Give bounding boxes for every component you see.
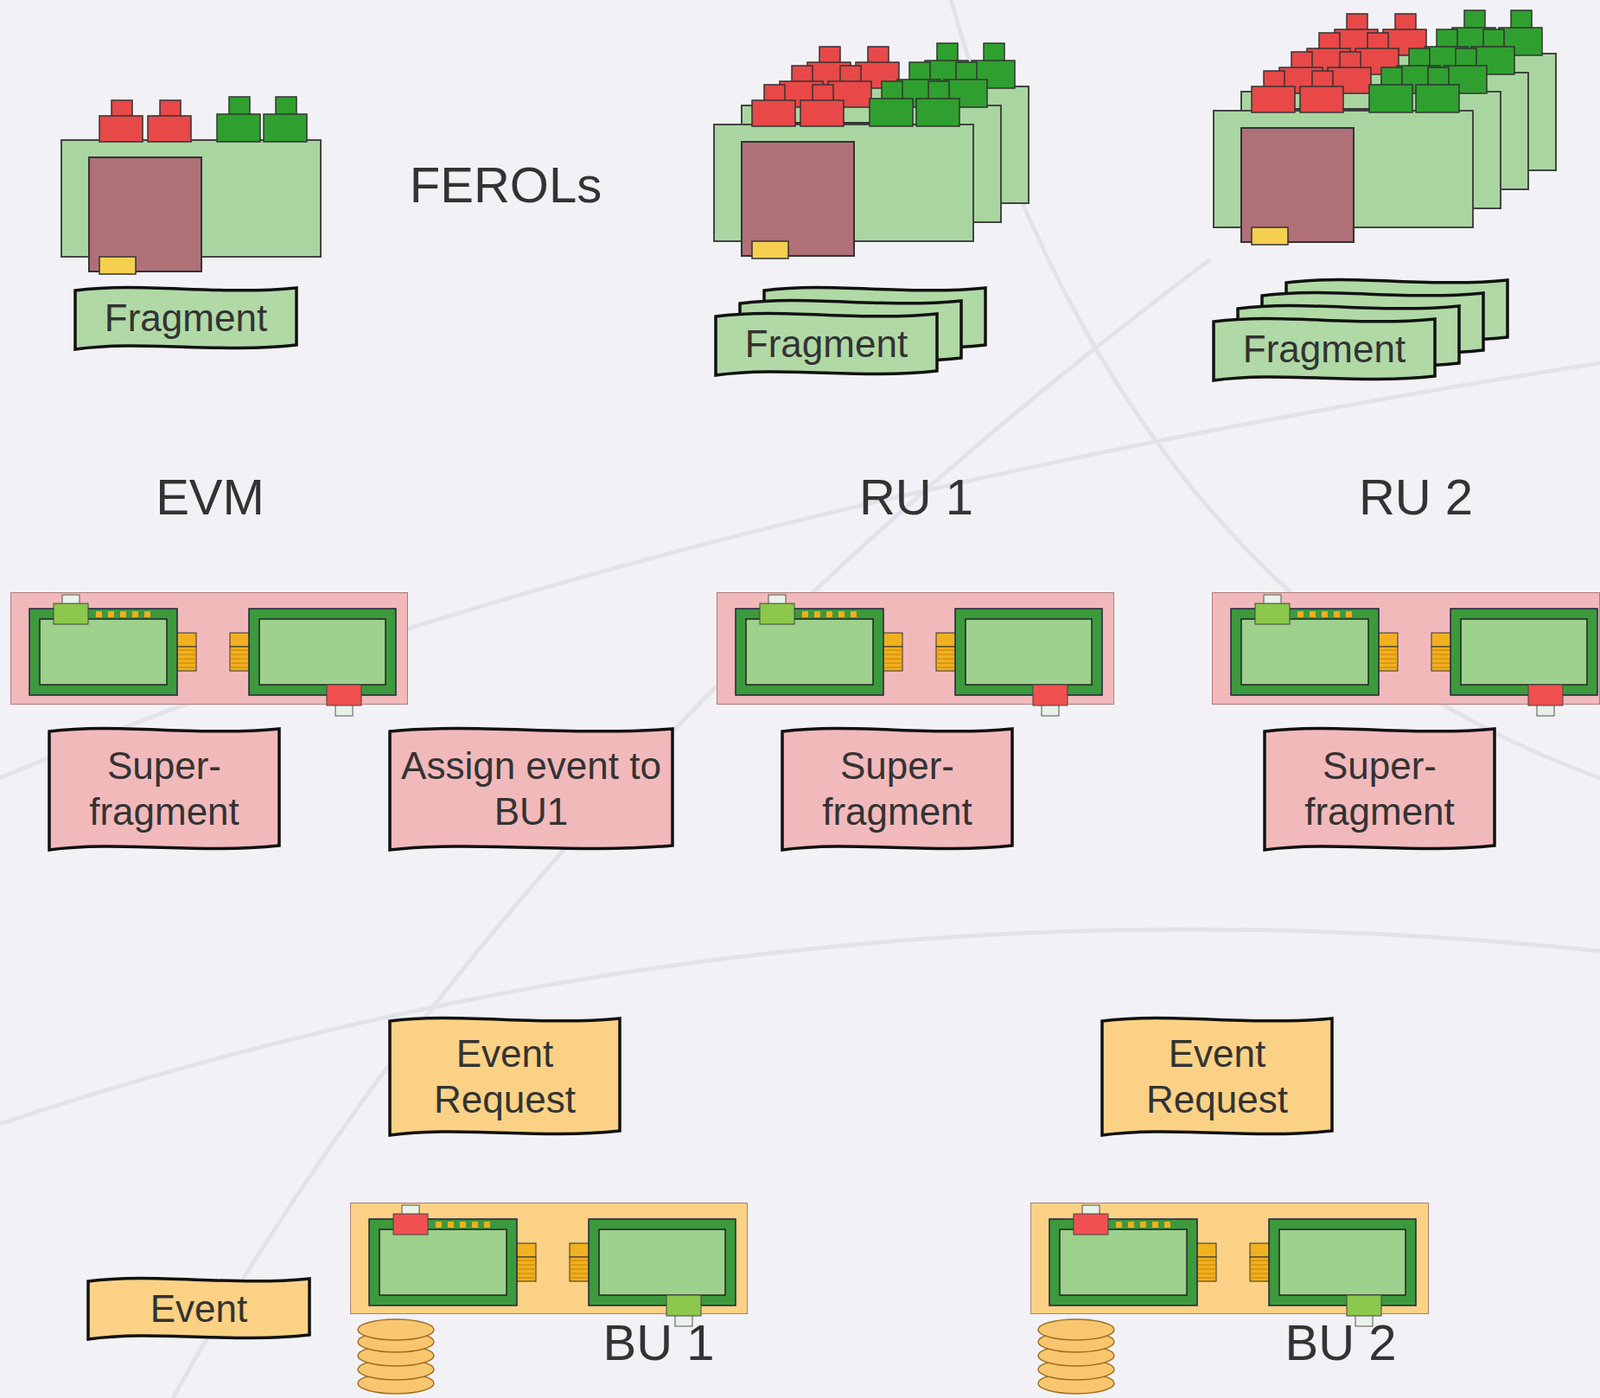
nic-card [936,608,1103,706]
server-heading: RU 1 [859,467,974,526]
nic-card [229,608,396,706]
superfragment-doc: Super- fragment [1262,726,1497,853]
document-outline [1213,318,1435,381]
nic-card [1249,1218,1416,1316]
nic-card [569,1218,736,1316]
fragment-doc: Fragment [1211,316,1437,383]
server-heading: RU 2 [1358,467,1473,526]
server-illustration [11,592,409,732]
nic-card [1049,1213,1217,1306]
server-illustration [1212,592,1600,732]
ru-server: RU 2 [1211,592,1600,705]
box-text: Event Request [1100,1031,1334,1123]
superfragment-doc: Super- fragment [780,726,1014,853]
document-outline [715,313,938,376]
ferol-card-stack [1213,10,1556,245]
box-text: Super- fragment [1262,743,1497,836]
server-heading: BU 1 [603,1313,715,1371]
server-heading: EVM [155,467,265,526]
box-text: Event [138,1286,261,1333]
superfragment-doc: Super- fragment [47,726,281,853]
bu-server: BU 1 [350,1202,748,1314]
ferol-card-stack [713,43,1029,259]
box-text: Fragment [1230,326,1418,373]
ferol-label: FEROLs [409,155,602,214]
event-request-doc: Event Request [1100,1015,1334,1138]
box-text: Assign event to BU1 [388,743,675,836]
nic-card [369,1213,536,1306]
ferol-card [61,96,321,275]
nic-card [735,603,903,695]
fragment-doc: Fragment [73,285,299,352]
disk-stack [357,1319,434,1394]
evm-server: EVM [10,592,408,705]
box-text: Event Request [388,1031,622,1123]
server-heading: BU 2 [1285,1313,1397,1371]
server-illustration [717,592,1116,732]
document-outline [88,1278,310,1339]
assign-event-doc: Assign event to BU1 [388,726,675,853]
disk-stack [1038,1319,1115,1394]
box-text: Super- fragment [780,743,1014,836]
event-request-doc: Event Request [388,1015,622,1138]
nic-card [29,603,197,695]
nic-card [1431,608,1598,706]
box-text: Fragment [733,321,920,368]
event-doc: Event [86,1275,312,1342]
box-text: Super- fragment [47,743,281,836]
box-text: Fragment [92,295,280,342]
bu-server: BU 2 [1030,1202,1429,1314]
document-outline [75,287,297,350]
ru-server: RU 1 [716,592,1115,705]
fragment-doc: Fragment [713,311,939,378]
nic-card [1230,603,1398,695]
